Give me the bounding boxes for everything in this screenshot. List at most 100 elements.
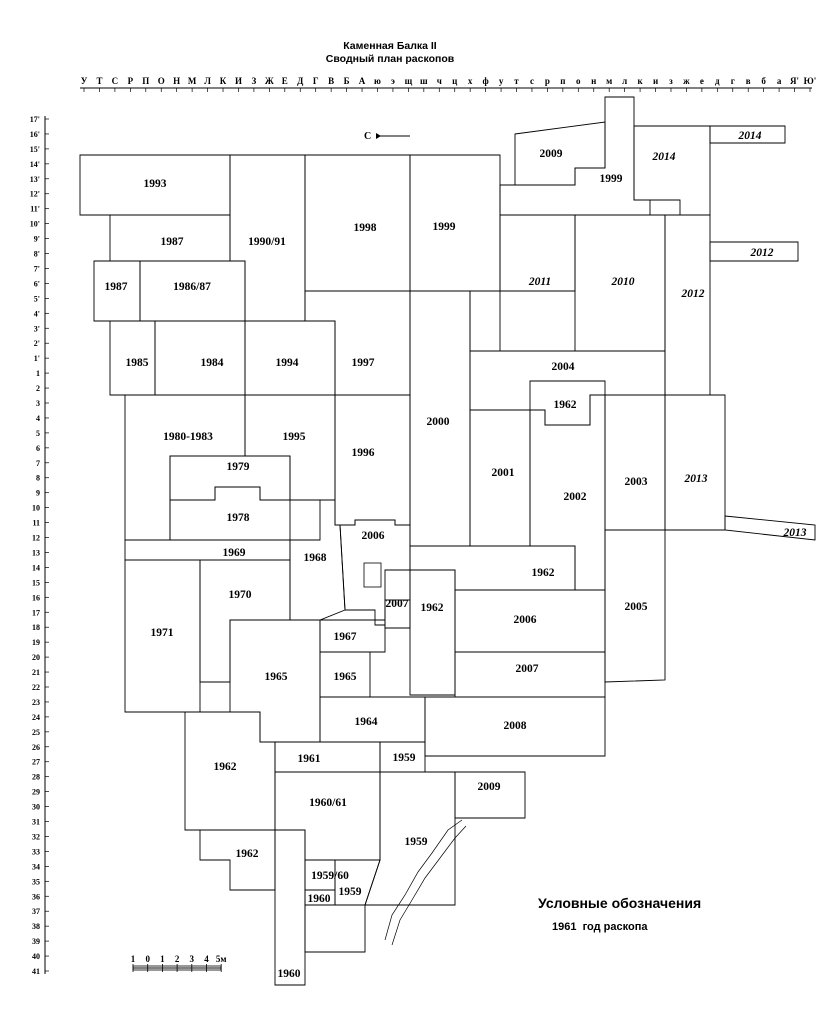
excavation-year-label: 2009 (478, 781, 501, 793)
excavation-year-label: 1959 (393, 752, 416, 764)
excavation-year-label: 2004 (552, 361, 575, 373)
left-axis-label: 17 (32, 608, 40, 617)
top-axis-label: С (112, 76, 119, 86)
top-axis-label: О (158, 76, 165, 86)
legend-description: год раскопа (582, 921, 648, 933)
excavation-year-label: 1959/60 (311, 870, 349, 882)
top-axis-label: н (591, 76, 596, 86)
excavation-year-label: 1990/91 (248, 236, 286, 248)
left-axis-label: 15 (32, 578, 40, 587)
excavation-1962-lower (199, 829, 276, 891)
left-axis-label: 3 (36, 399, 40, 408)
excavation-year-label: 1994 (276, 357, 299, 369)
excavation-year-label: 1995 (283, 431, 306, 443)
excavation-year-label: 2011 (528, 276, 551, 288)
top-axis-label: б (761, 76, 766, 86)
left-axis-label: 40 (32, 952, 40, 961)
left-axis-label: 23 (32, 698, 40, 707)
top-axis-label: Е (282, 76, 288, 86)
excavation-2014b (709, 125, 786, 144)
left-axis-label: 12 (32, 534, 40, 543)
top-axis-label: Л (204, 76, 211, 86)
left-axis-label: 16' (30, 130, 40, 139)
excavation-year-label: 1961 (298, 753, 321, 765)
top-axis-label: Я' (790, 76, 799, 86)
top-axis-label: у (499, 76, 504, 86)
top-axis-label: Т (96, 76, 102, 86)
left-axis-label: 39 (32, 937, 40, 946)
top-axis-label: ч (437, 76, 442, 86)
excavation-1997 (304, 290, 411, 396)
excavation-1960-strip (274, 829, 306, 986)
excavation-year-label: 2000 (427, 416, 450, 428)
left-axis-label: 33 (32, 847, 40, 856)
legend-title: Условные обозначения (538, 895, 702, 911)
left-axis-label: 31 (32, 818, 40, 827)
top-axis-label: И (235, 76, 242, 86)
excavation-year-label: 1960/61 (309, 797, 347, 809)
left-axis-label: 4' (34, 309, 40, 318)
excavation-2003 (604, 394, 666, 531)
excavation-year-label: 1970 (229, 589, 252, 601)
excavation-1960-61 (274, 771, 381, 861)
left-axis-label: 1 (36, 369, 40, 378)
legend-year: 1961 (552, 921, 577, 933)
excavation-2013b (724, 515, 816, 541)
left-axis-label: 6' (34, 279, 40, 288)
excavation-year-label: 1959 (405, 836, 428, 848)
top-axis-label: Б (344, 76, 350, 86)
left-axis-label: 29 (32, 788, 40, 797)
excavation-year-label: 1986/87 (173, 281, 211, 293)
left-axis-label: 13 (32, 548, 40, 557)
excavation-year-label: 2009 (540, 148, 563, 160)
excavation-2013a (664, 394, 726, 531)
excavation-2014a (633, 125, 711, 216)
left-axis-label: 2' (34, 339, 40, 348)
excavation-year-label: 1993 (144, 178, 167, 190)
top-axis-label: ж (683, 76, 690, 86)
left-axis-label: 17' (30, 115, 40, 124)
left-axis-label: 32 (32, 832, 40, 841)
excavation-year-label: 1967 (334, 631, 357, 643)
north-arrow: С (364, 131, 410, 142)
excavation-1961 (274, 741, 381, 773)
top-axis-label: В (328, 76, 334, 86)
excavation-year-label: 2013 (684, 473, 708, 485)
top-axis-label: з (669, 76, 673, 86)
left-axis: 17'16'15'14'13'12'11'10'9'8'7'6'5'4'3'2'… (30, 115, 49, 976)
left-axis-label: 27 (32, 758, 40, 767)
excavation-year-label: 1984 (201, 357, 224, 369)
excavation-1996 (334, 394, 411, 526)
left-axis-label: 13' (30, 175, 40, 184)
excavation-year-label: 2001 (492, 467, 515, 479)
excavation-year-label: 2002 (564, 491, 587, 503)
excavation-year-label: 2007 (516, 663, 539, 675)
pit-feature (363, 562, 382, 588)
excavation-year-label: 1960 (278, 968, 301, 980)
excavation-year-label: 1962 (554, 399, 577, 411)
left-axis-label: 30 (32, 803, 40, 812)
left-axis-label: 3' (34, 324, 40, 333)
top-axis-label: Н (173, 76, 180, 86)
left-axis-label: 7' (34, 264, 40, 273)
excavation-year-label: 1962 (532, 567, 555, 579)
left-axis-label: 20 (32, 653, 40, 662)
excavation-year-label: 1962 (214, 761, 237, 773)
left-axis-label: 22 (32, 683, 40, 692)
left-axis-label: 14' (30, 160, 40, 169)
left-axis-label: 5 (36, 429, 40, 438)
top-axis-label: П (142, 76, 149, 86)
top-axis-label: Г (313, 76, 319, 86)
left-axis-label: 9 (36, 489, 40, 498)
excavation-1959-small (334, 859, 381, 906)
top-axis-label: ю (374, 76, 381, 86)
left-axis-label: 11' (30, 205, 40, 214)
scale-label: 3 (190, 954, 195, 964)
excavation-year-label: 2010 (611, 276, 635, 288)
excavation-year-label: 1980-1983 (163, 431, 213, 443)
excavation-year-label: 1997 (352, 357, 375, 369)
left-axis-label: 19 (32, 638, 40, 647)
excavation-year-label: 1962 (236, 848, 259, 860)
